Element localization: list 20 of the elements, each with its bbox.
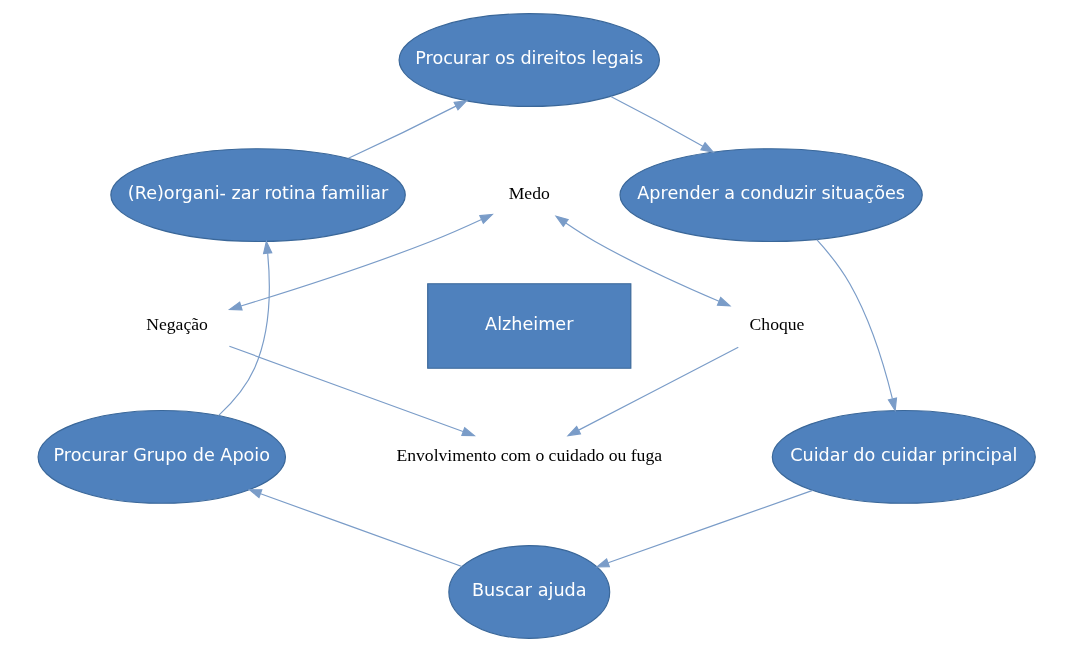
node-ellipse: Procurar os direitos legais bbox=[398, 12, 661, 107]
arrow bbox=[217, 239, 273, 416]
arrow bbox=[347, 99, 469, 159]
node-text: Medo bbox=[508, 182, 550, 203]
arrow bbox=[595, 489, 814, 567]
node-ellipse: Procurar Grupo de Apoio bbox=[37, 409, 287, 504]
arrow bbox=[228, 345, 476, 436]
arrow bbox=[247, 488, 463, 567]
node-ellipse: (Re)organi- zar rotina familiar bbox=[110, 147, 406, 242]
node-text: Negação bbox=[146, 313, 208, 334]
node-ellipse: Aprender a conduzir situações bbox=[619, 147, 923, 242]
arrow bbox=[566, 346, 739, 436]
arrow bbox=[816, 238, 898, 412]
arrow bbox=[610, 95, 715, 153]
node-text: Envolvimento com o cuidado ou fuga bbox=[396, 444, 663, 465]
node-text: Choque bbox=[749, 313, 805, 334]
node-box: Alzheimer bbox=[427, 282, 632, 369]
arrow bbox=[227, 213, 494, 311]
node-ellipse: Cuidar do cuidar principal bbox=[771, 409, 1036, 504]
arrow bbox=[554, 214, 732, 307]
